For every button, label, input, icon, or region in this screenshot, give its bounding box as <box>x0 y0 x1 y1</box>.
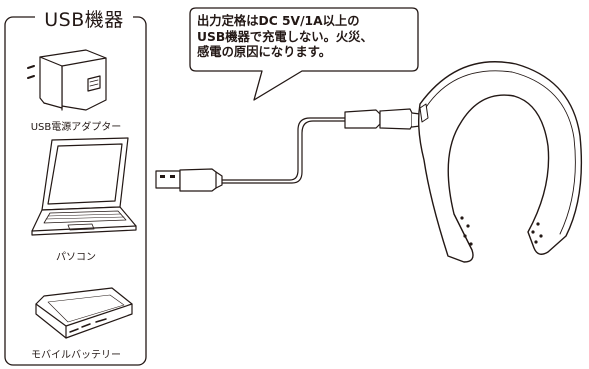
device-label-usb-power-adapter: USB電源アダプター <box>30 122 122 133</box>
warning-line: 感電の原因になります。 <box>197 45 332 59</box>
warning-line: 出力定格はDC 5V/1A以上の <box>197 14 360 28</box>
mobile-battery-icon <box>35 287 133 339</box>
neck-speaker-icon <box>417 61 583 263</box>
warning-text: 出力定格はDC 5V/1A以上の USB機器で充電しない。火災、 感電の原因にな… <box>197 14 407 61</box>
usb-c-plug <box>344 108 421 130</box>
warning-bubble <box>189 7 419 101</box>
laptop-icon <box>31 137 137 236</box>
device-label-laptop: パソコン <box>56 252 96 263</box>
usb-power-adapter-icon <box>27 49 107 111</box>
usb-a-plug <box>155 168 223 192</box>
usb-cable <box>221 117 346 184</box>
device-label-mobile-battery: モバイルバッテリー <box>31 350 121 361</box>
device-panel-title: USB機器 <box>35 5 133 31</box>
warning-line: USB機器で充電しない。火災、 <box>197 29 373 44</box>
